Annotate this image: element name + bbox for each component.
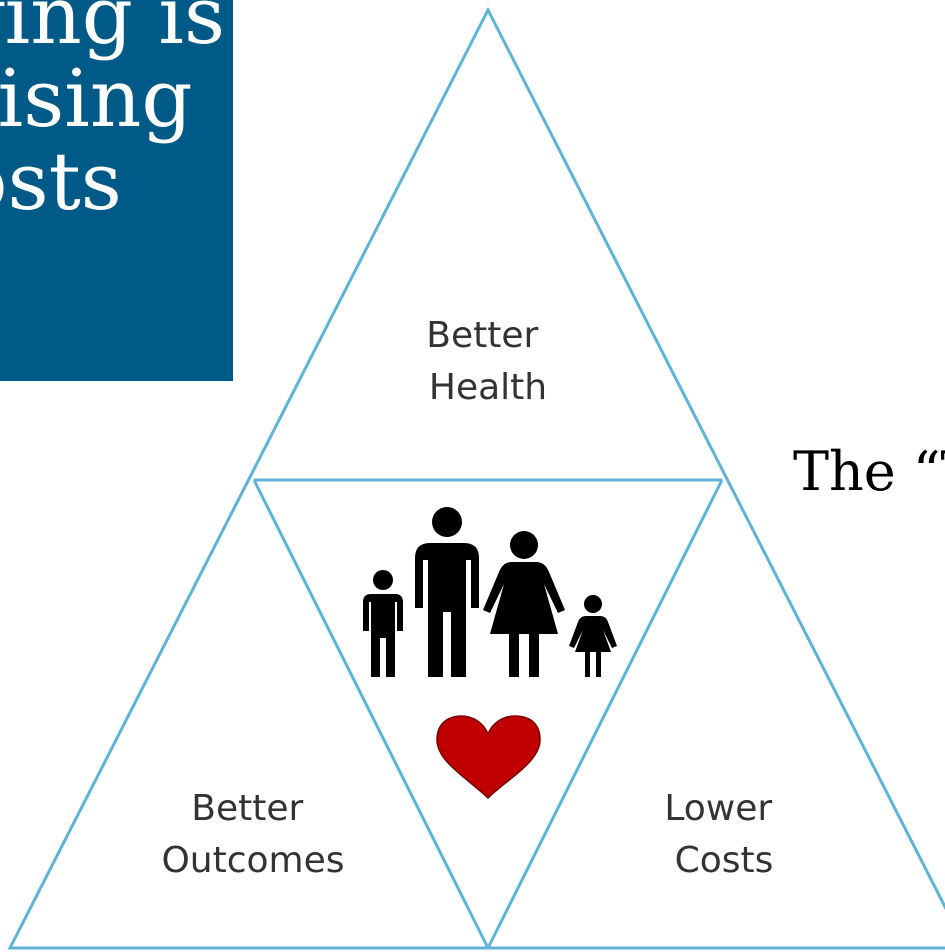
- title-line-2: rising: [0, 52, 193, 145]
- left-label-line-1: Better: [191, 788, 303, 829]
- right-label-line-2: Costs: [675, 840, 774, 881]
- man-figure: [415, 507, 479, 677]
- woman-figure: [483, 531, 565, 677]
- top-label: Better Health: [426, 315, 549, 408]
- right-label: Lower Costs: [664, 788, 783, 881]
- title-text: ving is rising osts: [0, 0, 225, 223]
- title-line-3: osts: [0, 135, 122, 228]
- family-icon: [363, 507, 617, 677]
- heart-icon: [436, 715, 541, 800]
- boy-figure: [363, 570, 403, 677]
- right-label-line-1: Lower: [664, 788, 772, 829]
- girl-figure: [569, 595, 617, 677]
- left-label: Better Outcomes: [161, 788, 344, 881]
- inner-left-edge: [252, 479, 490, 949]
- top-label-line-1: Better: [426, 315, 538, 356]
- left-label-line-2: Outcomes: [161, 840, 344, 881]
- title-line-1: ving is: [0, 0, 225, 62]
- title-panel: ving is rising osts: [0, 0, 233, 381]
- inner-right-edge: [486, 479, 724, 949]
- top-label-line-2: Health: [429, 367, 547, 408]
- side-caption: The “T: [793, 440, 945, 503]
